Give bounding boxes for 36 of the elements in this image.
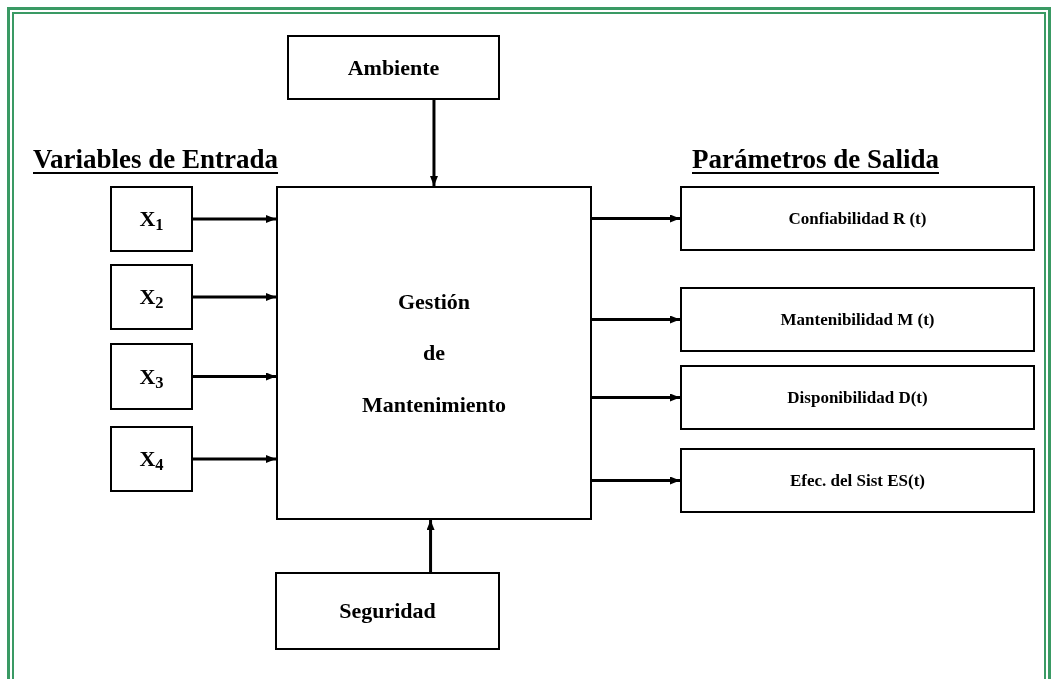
arrow — [592, 476, 680, 485]
arrow — [429, 100, 438, 186]
arrow — [592, 214, 680, 223]
process-box — [110, 186, 193, 252]
box-label: Ambiente — [347, 53, 440, 82]
process-box — [680, 365, 1035, 430]
box-label: Confiabilidad R (t) — [788, 207, 927, 230]
box-label: Disponibilidad D(t) — [787, 386, 928, 409]
box-label: Seguridad — [339, 597, 436, 625]
process-box — [680, 448, 1035, 513]
process-box — [275, 572, 500, 650]
arrow — [193, 215, 276, 223]
arrow — [193, 455, 276, 463]
section-heading: Variables de Entrada — [33, 143, 279, 176]
box-label: Gestión — [397, 287, 471, 316]
arrow — [193, 372, 276, 381]
box-label: Mantenibilidad M (t) — [780, 308, 935, 331]
box-label: Efec. del Sist ES(t) — [789, 469, 925, 492]
process-box — [680, 186, 1035, 251]
box-label: X$_{2}$ — [139, 283, 164, 311]
section-heading: Parámetros de Salida — [692, 143, 939, 176]
process-box — [276, 186, 592, 520]
process-box — [680, 287, 1035, 352]
process-box — [110, 426, 193, 492]
arrow — [426, 520, 435, 572]
box-label: de — [423, 339, 445, 367]
process-box — [287, 35, 500, 100]
arrow — [193, 293, 276, 301]
box-label: X$_{4}$ — [139, 445, 164, 473]
arrow — [592, 315, 680, 324]
box-label: X$_{1}$ — [139, 205, 164, 233]
arrow — [592, 393, 680, 402]
box-label: Mantenimiento — [361, 390, 507, 419]
process-box — [110, 264, 193, 330]
box-label: X$_{3}$ — [139, 362, 164, 391]
process-box — [110, 343, 193, 410]
